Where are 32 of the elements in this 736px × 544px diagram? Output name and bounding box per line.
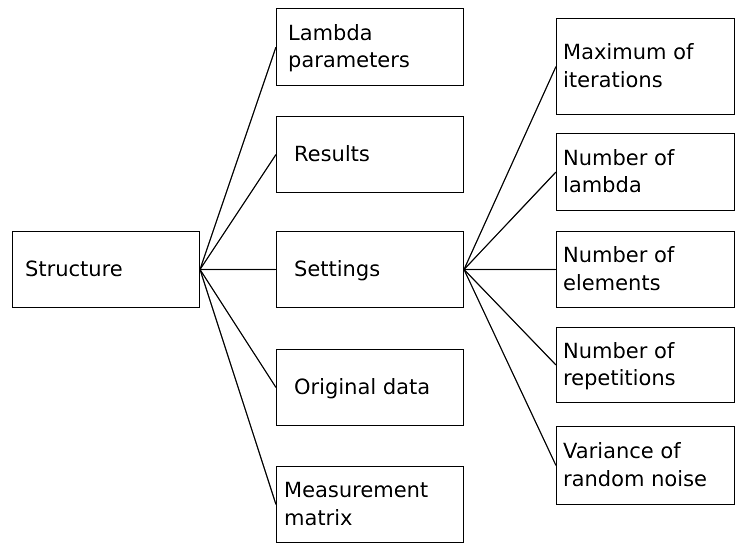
box-label: Settings [294,256,382,283]
text-box [556,231,735,308]
box-label: Variance of random noise [563,438,708,492]
connector-line [463,66,557,270]
connector-line [464,269,556,366]
text-box [556,426,735,505]
connector-line [199,269,277,505]
box-label: Number of repetitions [563,338,677,392]
connector-line [199,154,277,270]
text-box [276,466,464,543]
text-box [276,231,464,308]
box-label: Measurement matrix [284,477,430,532]
box-label: Original data [294,374,432,401]
box-label: Maximum of iterations [563,39,695,94]
connector-line [464,268,556,270]
text-box [12,231,200,308]
text-box [556,18,735,115]
connector-line [464,172,556,270]
connector-line [200,268,276,270]
connector-line [463,269,557,466]
connector-line [199,46,277,270]
text-box [556,133,735,211]
box-label: Results [294,140,371,168]
text-box [276,349,464,426]
text-box [556,327,735,403]
box-label: Structure [25,256,124,283]
box-label: Number of elements [563,242,676,296]
text-box [276,8,464,86]
text-box [276,116,464,193]
box-label: Number of lambda [563,144,676,199]
box-label: Lambda parameters [288,20,411,74]
connector-line [199,269,277,388]
